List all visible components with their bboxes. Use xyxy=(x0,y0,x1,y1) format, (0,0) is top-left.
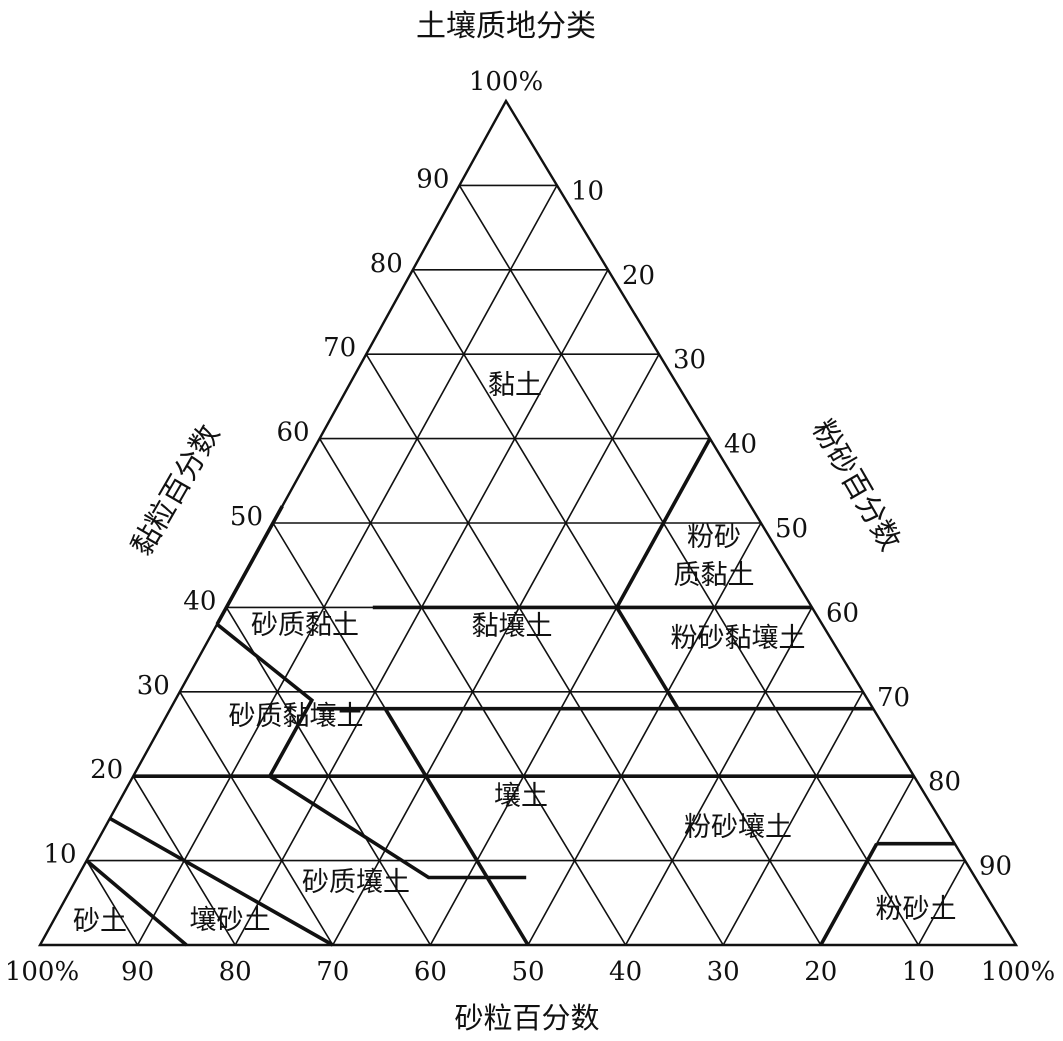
grid-line-sand-30 xyxy=(365,353,725,946)
class-boundary-13 xyxy=(85,859,188,947)
silt-tick-20: 20 xyxy=(622,261,655,291)
silt-axis-label: 粉砂百分数 xyxy=(806,414,908,557)
clay-tick-60: 60 xyxy=(277,418,310,448)
apex-label: 100% xyxy=(469,67,543,97)
grid-line-sand-90 xyxy=(85,859,139,946)
grid-layer xyxy=(85,184,966,946)
sand-tick-80: 80 xyxy=(219,957,252,987)
triangle-frame xyxy=(37,98,1019,947)
clay-tick-30: 30 xyxy=(137,671,170,701)
silt-tick-40: 40 xyxy=(724,430,757,460)
silt-tick-30: 30 xyxy=(673,345,706,375)
sand-axis-label: 砂粒百分数 xyxy=(454,1001,599,1035)
class-boundary-12 xyxy=(109,816,334,947)
silt-tick-60: 60 xyxy=(826,598,859,628)
region-label-壤砂土: 壤砂土 xyxy=(190,905,271,936)
clay-tick-10: 10 xyxy=(44,840,77,870)
region-label-粉砂质黏土-2: 质黏土 xyxy=(674,560,755,591)
grid-line-sand-10 xyxy=(458,184,920,946)
class-boundary-4 xyxy=(615,437,712,609)
clay-tick-50: 50 xyxy=(230,502,263,532)
sand-tick-40: 40 xyxy=(609,957,642,987)
region-label-粉砂土: 粉砂土 xyxy=(876,894,957,925)
region-label-砂土: 砂土 xyxy=(73,906,127,937)
clay-tick-70: 70 xyxy=(323,333,356,363)
region-label-砂质黏土: 砂质黏土 xyxy=(251,610,359,641)
sand-tick-left-100: 100% xyxy=(5,957,79,987)
frame-layer xyxy=(37,98,1019,947)
grid-line-silt-10 xyxy=(136,184,558,946)
silt-tick-50: 50 xyxy=(775,514,808,544)
region-label-砂质壤土: 砂质壤土 xyxy=(302,867,410,898)
sand-tick-50: 50 xyxy=(511,957,544,987)
region-label-壤土: 壤土 xyxy=(494,781,548,812)
class-boundary-11 xyxy=(819,842,879,946)
class-boundary-10 xyxy=(383,707,530,946)
grid-line-silt-50 xyxy=(527,522,762,946)
region-label-粉砂黏壤土: 粉砂黏壤土 xyxy=(671,623,806,654)
clay-tick-90: 90 xyxy=(416,164,449,194)
region-label-砂质黏壤土: 砂质黏壤土 xyxy=(229,701,364,732)
grid-line-sand-70 xyxy=(179,690,334,946)
tick-layer: 10 20 30 40 50 60 70 80 90 10 20 30 40 50 60 70 80 90 100%… xyxy=(5,164,1055,987)
clay-tick-20: 20 xyxy=(90,755,123,785)
sand-tick-90: 90 xyxy=(121,957,154,987)
sand-tick-30: 30 xyxy=(707,957,740,987)
sand-tick-right-100: 100% xyxy=(981,957,1055,987)
region-label-粉砂壤土: 粉砂壤土 xyxy=(684,812,792,843)
sand-tick-20: 20 xyxy=(804,957,837,987)
clay-tick-40: 40 xyxy=(183,586,216,616)
class-boundary-3 xyxy=(268,774,527,880)
clay-axis-label: 黏粒百分数 xyxy=(124,419,226,562)
silt-tick-80: 80 xyxy=(928,767,961,797)
region-label-黏土: 黏土 xyxy=(488,370,542,401)
region-label-黏壤土: 黏壤土 xyxy=(472,611,553,642)
sand-tick-10: 10 xyxy=(902,957,935,987)
chart-title: 土壤质地分类 xyxy=(416,9,596,44)
sand-tick-70: 70 xyxy=(316,957,349,987)
grid-line-silt-90 xyxy=(917,859,966,946)
class-boundary-6 xyxy=(615,606,680,710)
silt-tick-10: 10 xyxy=(571,176,604,206)
grid-line-silt-30 xyxy=(331,353,660,946)
region-label-粉砂质黏土-1: 粉砂 xyxy=(687,522,741,553)
clay-tick-80: 80 xyxy=(370,249,403,279)
silt-tick-70: 70 xyxy=(877,683,910,713)
sand-tick-60: 60 xyxy=(414,957,447,987)
class-boundary-2 xyxy=(215,622,315,778)
grid-line-silt-70 xyxy=(722,690,864,946)
silt-tick-90: 90 xyxy=(979,852,1012,882)
